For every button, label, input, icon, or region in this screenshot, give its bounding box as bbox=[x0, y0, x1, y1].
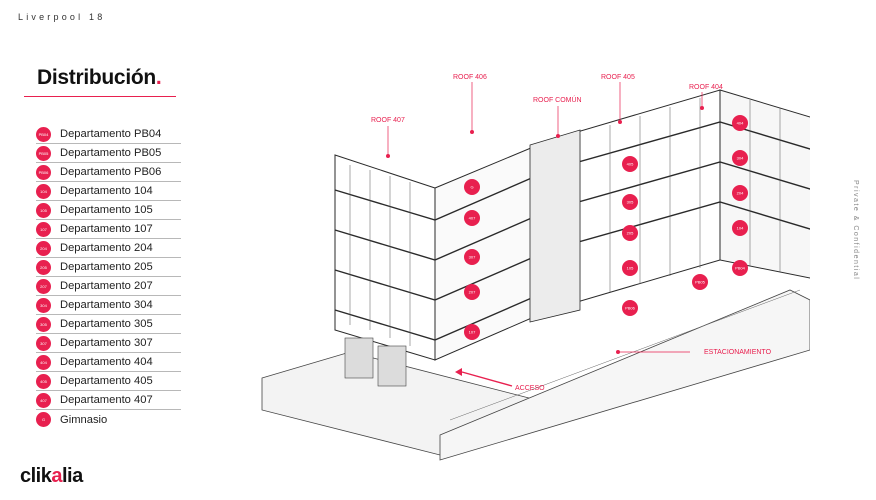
callout-roof-406: ROOF 406 bbox=[453, 74, 487, 81]
legend-label: Departamento PB04 bbox=[60, 128, 162, 140]
unit-marker bbox=[622, 225, 638, 241]
legend-item: 307 Departamento 307 bbox=[36, 334, 181, 353]
legend-item: 305 Departamento 305 bbox=[36, 315, 181, 334]
legend-label: Gimnasio bbox=[60, 413, 108, 426]
legend-badge: 404 bbox=[36, 354, 51, 370]
legend-label: Departamento 107 bbox=[60, 223, 153, 235]
legend-badge: 105 bbox=[36, 202, 51, 218]
legend-label: Departamento 205 bbox=[60, 261, 153, 273]
building-drawing: ROOF 406 ROOF 405 ROOF 404 ROOF 407 ROOF… bbox=[261, 74, 810, 461]
legend-badge: PB05 bbox=[36, 145, 51, 161]
legend-badge: 107 bbox=[36, 221, 51, 237]
unit-marker bbox=[692, 274, 708, 290]
unit-marker bbox=[622, 260, 638, 276]
clikalia-logo: clikalia bbox=[20, 465, 83, 488]
logo-text-post: lia bbox=[61, 465, 83, 487]
unit-marker-label: 207 bbox=[469, 290, 476, 295]
legend-badge: 205 bbox=[36, 259, 51, 275]
logo-accent: a bbox=[51, 465, 62, 487]
unit-marker-label: 104 bbox=[737, 226, 744, 231]
unit-marker bbox=[464, 284, 480, 300]
legend-item: 105 Departamento 105 bbox=[36, 201, 181, 220]
callout-acceso: ACCESO bbox=[515, 385, 545, 392]
callout-roof-comun: ROOF COMÚN bbox=[533, 95, 582, 104]
legend-item: 407 Departamento 407 bbox=[36, 391, 181, 410]
unit-marker bbox=[622, 194, 638, 210]
legend-badge: PB06 bbox=[36, 164, 51, 180]
unit-marker-label: 405 bbox=[627, 162, 634, 167]
legend-item: PB05 Departamento PB05 bbox=[36, 144, 181, 163]
legend-label: Departamento 207 bbox=[60, 280, 153, 292]
unit-marker bbox=[464, 179, 480, 195]
legend-badge: PB04 bbox=[36, 126, 51, 142]
unit-marker bbox=[622, 156, 638, 172]
callout-estacionamiento: ESTACIONAMIENTO bbox=[704, 349, 772, 356]
legend-badge: 407 bbox=[36, 392, 51, 408]
legend-badge: 307 bbox=[36, 335, 51, 351]
unit-marker-label: PB06 bbox=[625, 306, 636, 311]
legend-label: Departamento 104 bbox=[60, 185, 153, 197]
legend-label: Departamento 407 bbox=[60, 394, 153, 406]
legend-label: Departamento 405 bbox=[60, 375, 153, 387]
legend-badge: 305 bbox=[36, 316, 51, 332]
page-title: Distribución. bbox=[37, 66, 162, 90]
unit-marker bbox=[732, 260, 748, 276]
unit-marker bbox=[464, 210, 480, 226]
unit-marker-label: 304 bbox=[737, 156, 744, 161]
unit-marker-label: 105 bbox=[627, 266, 634, 271]
legend-badge: 207 bbox=[36, 278, 51, 294]
confidential-label: Private & Confidential bbox=[852, 180, 859, 281]
legend-item: 207 Departamento 207 bbox=[36, 277, 181, 296]
legend-badge: 405 bbox=[36, 373, 51, 389]
unit-marker bbox=[464, 324, 480, 340]
legend-item: 404 Departamento 404 bbox=[36, 353, 181, 372]
unit-marker bbox=[732, 150, 748, 166]
unit-marker-label: 205 bbox=[627, 231, 634, 236]
unit-marker-label: PB05 bbox=[695, 280, 706, 285]
legend-label: Departamento 305 bbox=[60, 318, 153, 330]
legend-item: 104 Departamento 104 bbox=[36, 182, 181, 201]
legend-badge: 304 bbox=[36, 297, 51, 313]
project-label: Liverpool 18 bbox=[18, 12, 106, 22]
legend-item: PB04 Departamento PB04 bbox=[36, 125, 181, 144]
unit-marker-label: G bbox=[470, 185, 473, 190]
unit-marker-label: 404 bbox=[737, 121, 744, 126]
title-underline bbox=[24, 96, 176, 97]
legend-badge: G bbox=[36, 412, 51, 427]
unit-marker-label: 305 bbox=[627, 200, 634, 205]
unit-marker-label: 307 bbox=[469, 255, 476, 260]
legend-label: Departamento 105 bbox=[60, 204, 153, 216]
legend-item: 107 Departamento 107 bbox=[36, 220, 181, 239]
legend-badge: 104 bbox=[36, 183, 51, 199]
unit-marker bbox=[464, 249, 480, 265]
unit-marker bbox=[732, 220, 748, 236]
legend-item: PB06 Departamento PB06 bbox=[36, 163, 181, 182]
legend-label: Departamento PB06 bbox=[60, 166, 162, 178]
legend-item: 304 Departamento 304 bbox=[36, 296, 181, 315]
callout-roof-404: ROOF 404 bbox=[689, 84, 723, 91]
unit-marker-label: 107 bbox=[469, 330, 476, 335]
unit-marker bbox=[732, 185, 748, 201]
legend-label: Departamento 204 bbox=[60, 242, 153, 254]
title-dot: . bbox=[155, 66, 162, 89]
unit-marker bbox=[622, 300, 638, 316]
legend-badge: 204 bbox=[36, 240, 51, 256]
legend-item: 204 Departamento 204 bbox=[36, 239, 181, 258]
legend-item: 405 Departamento 405 bbox=[36, 372, 181, 391]
unit-marker-label: PB04 bbox=[735, 266, 746, 271]
legend-label: Departamento PB05 bbox=[60, 147, 162, 159]
legend-item: 205 Departamento 205 bbox=[36, 258, 181, 277]
title-text: Distribución bbox=[37, 66, 156, 89]
logo-text-pre: clik bbox=[20, 465, 52, 487]
callout-roof-407: ROOF 407 bbox=[371, 117, 405, 124]
legend-label: Departamento 304 bbox=[60, 299, 153, 311]
unit-marker-label: 407 bbox=[469, 216, 476, 221]
legend-item: G Gimnasio bbox=[36, 410, 181, 429]
unit-marker bbox=[732, 115, 748, 131]
callout-roof-405: ROOF 405 bbox=[601, 74, 635, 81]
legend-label: Departamento 404 bbox=[60, 356, 153, 368]
unit-marker-label: 204 bbox=[737, 191, 744, 196]
legend-label: Departamento 307 bbox=[60, 337, 153, 349]
